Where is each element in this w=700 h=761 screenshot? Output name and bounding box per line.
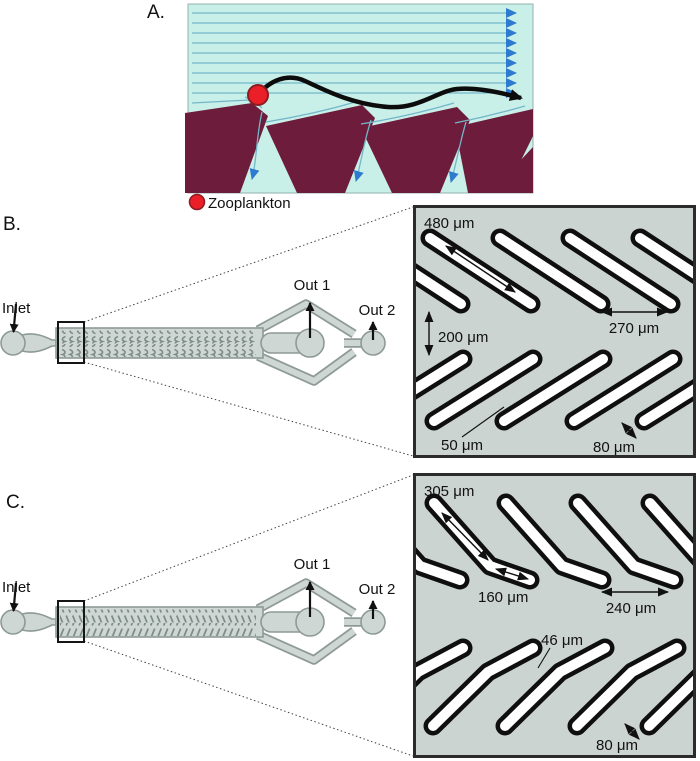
dim-groove-length-arrow xyxy=(445,245,516,293)
dim-groove-wall-label: 50 μm xyxy=(441,437,483,454)
inlet-neck xyxy=(21,612,57,632)
inlet-port xyxy=(0,609,26,635)
groove-slats-bottom xyxy=(354,349,700,431)
out2-label: Out 2 xyxy=(359,302,396,319)
zoom-callout-line xyxy=(83,474,414,602)
panel-a-label: A. xyxy=(147,2,165,23)
out1-label: Out 1 xyxy=(294,277,331,294)
bent-groove-slats-bottom xyxy=(353,638,700,736)
herringbone-hatch-top xyxy=(60,609,256,623)
inlet-label: Inlet xyxy=(2,579,31,596)
inlet-port xyxy=(0,330,26,356)
inlet-label: Inlet xyxy=(2,300,31,317)
inset-c-drawing: 305 μm 160 μm 240 μm 46 μm 80 μm xyxy=(353,483,700,754)
dim-long-arm-arrow xyxy=(441,512,489,561)
dim-groove-width-label: 80 μm xyxy=(596,737,638,754)
dim-short-arm-label: 160 μm xyxy=(478,589,528,606)
dim-channel-gap-label: 200 μm xyxy=(438,329,488,346)
dim-groove-width-label: 80 μm xyxy=(593,439,635,455)
dim-groove-wall-pointer xyxy=(461,406,505,438)
streamlines xyxy=(191,8,517,104)
herringbone-hatch-top xyxy=(60,330,256,344)
dim-groove-width-arrow xyxy=(621,422,637,439)
dim-short-arm-arrow xyxy=(494,567,530,581)
inset-b-drawing: 480 μm 270 μm 200 μm 50 μm 80 μm xyxy=(350,215,700,456)
device-c: Inlet Out 1 Out 2 xyxy=(0,556,396,665)
inlet-arrow xyxy=(9,582,19,612)
dim-groove-width-arrow xyxy=(624,723,640,740)
groove-slats-top xyxy=(350,228,700,314)
legend-zooplankton-label: Zooplankton xyxy=(208,195,291,212)
herringbone-structures xyxy=(185,103,533,193)
zoom-region-box xyxy=(57,600,85,643)
dim-groove-pitch-label: 270 μm xyxy=(609,320,659,337)
flow-schematic: Zooplankton xyxy=(185,3,534,212)
inlet-neck xyxy=(21,333,57,353)
zoom-region-box xyxy=(57,321,85,364)
out1-label: Out 1 xyxy=(294,556,331,573)
device-b: Inlet Out 1 Out 2 xyxy=(0,277,396,386)
bent-groove-slats-top xyxy=(354,493,700,590)
dim-groove-length-label: 480 μm xyxy=(424,215,474,232)
dim-groove-wall-pointer xyxy=(537,647,551,669)
herringbone-hatch-bottom xyxy=(60,344,256,357)
inset-c: 305 μm 160 μm 240 μm 46 μm 80 μm xyxy=(353,473,700,758)
panel-b-label: B. xyxy=(3,214,21,235)
dim-groove-pitch-label: 240 μm xyxy=(606,600,656,617)
zooplankton-marker xyxy=(247,84,269,106)
gap-streamlines xyxy=(244,96,526,183)
legend-zooplankton-icon xyxy=(188,193,206,211)
dim-long-arm-label: 305 μm xyxy=(424,483,474,500)
panel-c-label: C. xyxy=(6,492,25,513)
dim-groove-wall-label: 46 μm xyxy=(541,632,583,649)
herringbone-hatch-bottom xyxy=(60,623,256,636)
zoom-callout-line xyxy=(83,361,414,457)
out2-label: Out 2 xyxy=(359,581,396,598)
zooplankton-trajectory xyxy=(256,75,523,110)
inset-b: 480 μm 270 μm 200 μm 50 μm 80 μm xyxy=(350,205,700,458)
inlet-arrow xyxy=(9,303,19,333)
